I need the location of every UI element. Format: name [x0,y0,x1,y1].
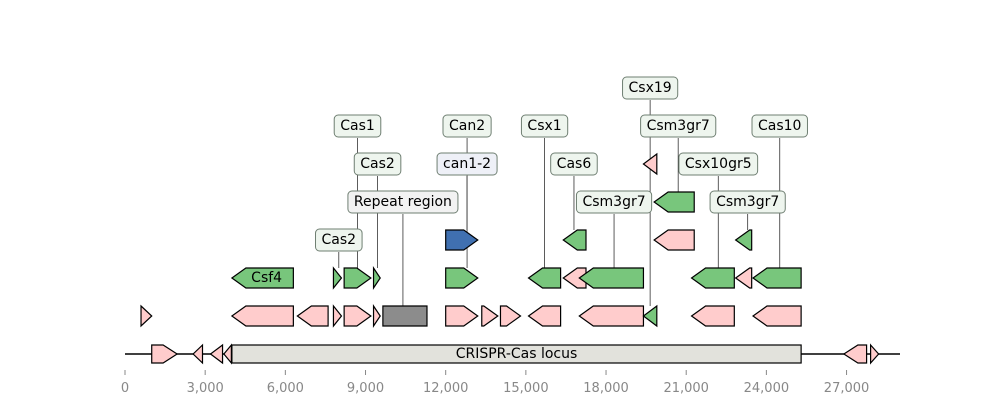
crispr-cas-locus-region: CRISPR-Cas locus [231,344,802,364]
gene-label-box [333,114,382,138]
gene-arrow [230,305,294,327]
gene-arrow [140,304,153,328]
gene-arrow [209,343,224,365]
gene-arrow [653,229,695,251]
gene-label-box [622,76,679,100]
gene-label: Can2 [442,114,492,138]
gene-label-text: Csm3gr7 [582,194,645,210]
gene-label-box [315,228,363,252]
gene-label: Cas10 [751,114,808,138]
gene-arrow [751,305,802,327]
gene-label-box [436,152,498,176]
x-axis-tick-label: 18,000 [583,381,629,396]
gene-label-box [442,114,492,138]
x-axis-tick-label: 27,000 [824,381,870,396]
gene-label: can1-2 [436,152,498,176]
gene-label-text: Repeat region [354,194,452,210]
gene-arrow [230,267,294,289]
gene-label-box [640,114,717,138]
gene-label: Cas6 [550,152,598,176]
x-axis: 0 3,000 6,000 9,000 12,000 15,000 18,000 21,000… [121,370,869,396]
gene-arrow [527,267,562,289]
gene-label-text: Csx1 [527,118,561,134]
gene-arrow [499,305,522,327]
gene-arrow [578,267,645,289]
gene-arrow [445,229,479,251]
gene-label-text: Can2 [449,118,485,134]
gene-arrow [734,229,753,251]
gene-label-box [353,152,402,176]
gene-label-text: Cas10 [758,118,801,134]
gene-arrow [332,304,343,328]
gene-label-box [347,190,459,214]
gene-label-text: can1-2 [443,156,491,172]
gene-arrow [870,343,880,365]
x-axis-tick-label: 12,000 [423,381,469,396]
gene-label: Csx1 [520,114,569,138]
gene-arrow [332,266,343,290]
x-axis-tick-label: 9,000 [347,381,384,396]
gene-label: Cas1 [333,114,382,138]
gene-arrow [562,229,587,251]
gene-label-box [751,114,808,138]
gene-label-box [575,190,653,214]
gene-arrow [751,267,802,289]
x-axis-tick-label: 21,000 [663,381,709,396]
gene-arrow [343,305,372,327]
gene-arrow [842,344,868,364]
gene-arrow [296,305,329,327]
gene-label-text: Cas2 [322,232,357,248]
gene-arrow [690,305,735,327]
gene-label: Csm3gr7 [575,190,653,214]
gene-label: Cas2 [353,152,402,176]
gene-arrow [192,343,204,365]
gene-arrow [690,267,735,289]
gene-inner-label: Csf4 [251,270,282,286]
gene-arrow [223,343,232,365]
gene-arrow [382,305,428,327]
gene-arrow [445,267,479,289]
gene-arrow [481,305,499,327]
gene-label-text: Cas6 [557,156,592,172]
gene-label: Csm3gr7 [640,114,717,138]
gene-arrow [151,344,179,364]
gene-arrow [642,304,658,328]
gene-label-text: Csm3gr7 [647,118,710,134]
x-axis-tick-label: 24,000 [744,381,790,396]
gene-label: Csx10gr5 [678,152,759,176]
x-axis-tick-label: 15,000 [503,381,549,396]
gene-label: Csm3gr7 [709,190,786,214]
gene-label-text: Cas2 [360,156,395,172]
gene-arrow [445,305,479,327]
gene-arrow [734,267,753,289]
gene-arrow [642,152,658,176]
gene-label-text: Csx19 [629,80,672,96]
gene-label-box [520,114,569,138]
gene-label: Cas2 [315,228,363,252]
gene-label-text: Csm3gr7 [716,194,779,210]
crispr-cas-locus-label: CRISPR-Cas locus [456,346,578,362]
gene-arrow [578,305,645,327]
gene-arrow [372,304,381,328]
gene-features: Csf4 [140,152,880,365]
gene-arrow [372,266,381,290]
gene-label-text: Cas1 [340,118,375,134]
gene-label-box [550,152,598,176]
gene-label: Csx19 [622,76,679,100]
gene-label: Repeat region [347,190,459,214]
gene-label-box [709,190,786,214]
gene-arrow [527,305,562,327]
gene-arrow [562,267,587,289]
gene-label-box [678,152,759,176]
gene-arrow [343,267,372,289]
x-axis-tick-label: 6,000 [267,381,304,396]
gene-label-text: Csx10gr5 [685,156,752,172]
gene-arrow [653,191,695,213]
x-axis-tick-label: 3,000 [187,381,224,396]
x-axis-tick-label: 0 [121,381,129,396]
